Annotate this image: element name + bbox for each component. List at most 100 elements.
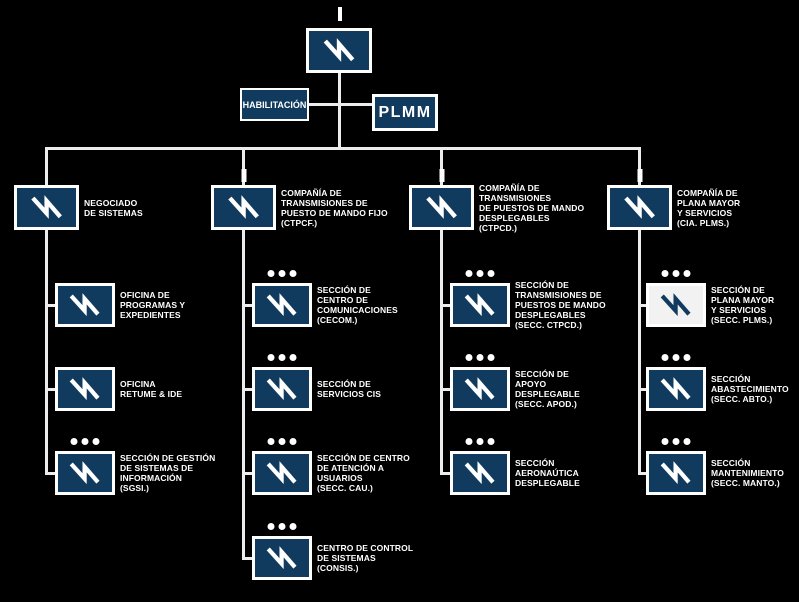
unit-symbol-box — [252, 536, 312, 580]
org-node-ctpcd: COMPAÑÍA DE TRANSMISIONES DE PUESTOS DE … — [409, 169, 584, 233]
unit-symbol-box — [252, 283, 312, 327]
company-size-indicator — [637, 169, 642, 182]
connector-line — [242, 557, 254, 560]
org-node-secc-abto: SECCIÓN ABASTECIMIENTO (SECC. ABTO.) — [646, 354, 789, 411]
plmm-label: PLMM — [378, 103, 432, 121]
signals-flash-icon — [661, 293, 691, 317]
unit-label: SECCIÓN DE CENTRO DE ATENCIÓN A USUARIOS… — [317, 452, 410, 494]
unit-symbol-box — [306, 28, 372, 73]
unit-label: SECCIÓN ABASTECIMIENTO (SECC. ABTO.) — [711, 373, 789, 405]
unit-label: COMPAÑÍA DE PLANA MAYOR Y SERVICIOS (CIA… — [677, 187, 741, 228]
org-node-secc-apod: SECCIÓN DE APOYO DESPLEGABLE (SECC. APOD… — [450, 354, 580, 411]
section-size-dots — [267, 523, 297, 530]
unit-label: OFICINA DE PROGRAMAS Y EXPEDIENTES — [120, 289, 186, 321]
company-size-indicator — [439, 169, 444, 182]
section-size-dots — [465, 438, 495, 445]
unit-label: SECCIÓN DE PLANA MAYOR Y SERVICIOS (SECC… — [711, 284, 775, 326]
signals-flash-icon — [465, 293, 495, 317]
connector-line — [440, 388, 452, 391]
connector-line — [638, 230, 641, 475]
section-size-dots — [267, 270, 297, 277]
signals-flash-icon — [465, 461, 495, 485]
section-size-dots — [465, 354, 495, 361]
connector-line — [338, 73, 341, 148]
connector-line — [440, 304, 452, 307]
unit-symbol-box — [646, 367, 706, 411]
unit-label: SECCIÓN MANTENIMIENTO (SECC. MANTO.) — [711, 457, 784, 489]
section-size-dots — [465, 270, 495, 277]
unit-symbol-box — [646, 451, 706, 495]
connector-line — [45, 147, 641, 150]
unit-label: SECCIÓN DE CENTRO DE COMUNICACIONES (CEC… — [317, 284, 398, 326]
signals-flash-icon — [31, 195, 62, 219]
unit-symbol-box — [14, 185, 79, 230]
unit-label: COMPAÑÍA DE TRANSMISIONES DE PUESTO DE M… — [281, 187, 388, 228]
unit-label: OFICINA RETUME & IDE — [120, 378, 183, 399]
connector-line — [638, 388, 648, 391]
unit-symbol-box — [450, 283, 510, 327]
unit-label: CENTRO DE CONTROL DE SISTEMAS (CONSIS.) — [317, 542, 414, 574]
company-size-indicator — [241, 169, 246, 182]
signals-flash-icon — [267, 293, 297, 317]
unit-label: SECCIÓN DE TRANSMISIONES DE PUESTOS DE M… — [515, 279, 606, 331]
signals-flash-icon — [624, 195, 655, 219]
signals-flash-icon — [267, 461, 297, 485]
connector-line — [242, 304, 254, 307]
connector-line — [638, 147, 641, 185]
unit-symbol-box — [252, 367, 312, 411]
connector-line — [45, 388, 57, 391]
org-node-ctpcf: COMPAÑÍA DE TRANSMISIONES DE PUESTO DE M… — [211, 169, 388, 230]
signals-flash-icon — [267, 377, 297, 401]
org-node-negociado-sistemas: NEGOCIADO DE SISTEMAS — [14, 185, 143, 230]
signals-flash-icon — [465, 377, 495, 401]
org-node-seccion-aeronautica: SECCIÓN AERONAÚTICA DESPLEGABLE — [450, 438, 580, 495]
unit-label: SECCIÓN DE SERVICIOS CIS — [317, 378, 381, 399]
org-node-root — [306, 28, 372, 73]
org-node-secc-ctpcd: SECCIÓN DE TRANSMISIONES DE PUESTOS DE M… — [450, 270, 606, 330]
unit-label: NEGOCIADO DE SISTEMAS — [84, 197, 143, 218]
unit-symbol-box — [409, 185, 474, 230]
unit-symbol-box — [450, 367, 510, 411]
unit-symbol-box — [450, 451, 510, 495]
plmm-box: PLMM — [372, 94, 438, 131]
org-node-seccion-sgsi: SECCIÓN DE GESTIÓN DE SISTEMAS DE INFORM… — [55, 438, 215, 495]
signals-flash-icon — [70, 461, 100, 485]
unit-symbol-box — [55, 451, 115, 495]
section-size-dots — [661, 438, 691, 445]
signals-flash-icon — [323, 38, 355, 62]
connector-line — [440, 472, 452, 475]
unit-symbol-box — [55, 367, 115, 411]
org-node-cia-plms: COMPAÑÍA DE PLANA MAYOR Y SERVICIOS (CIA… — [607, 169, 740, 230]
unit-label: SECCIÓN DE GESTIÓN DE SISTEMAS DE INFORM… — [120, 452, 216, 494]
signals-flash-icon — [661, 377, 691, 401]
section-size-dots — [661, 354, 691, 361]
connector-line — [45, 472, 57, 475]
signals-flash-icon — [426, 195, 457, 219]
connector-line — [242, 230, 245, 560]
org-node-oficina-programas-expedientes: OFICINA DE PROGRAMAS Y EXPEDIENTES — [55, 283, 185, 327]
org-node-consis: CENTRO DE CONTROL DE SISTEMAS (CONSIS.) — [252, 523, 413, 580]
unit-symbol-box — [211, 185, 276, 230]
unit-label: SECCIÓN DE APOYO DESPLEGABLE (SECC. APOD… — [515, 368, 580, 410]
unit-symbol-box — [252, 451, 312, 495]
org-node-cau: SECCIÓN DE CENTRO DE ATENCIÓN A USUARIOS… — [252, 438, 410, 495]
connector-line — [45, 230, 48, 475]
unit-symbol-box — [607, 185, 672, 230]
signals-flash-icon — [70, 293, 100, 317]
section-size-dots — [661, 270, 691, 277]
signals-flash-icon — [661, 461, 691, 485]
section-size-dots — [267, 438, 297, 445]
org-node-servicios-cis: SECCIÓN DE SERVICIOS CIS — [252, 354, 381, 411]
org-node-secc-manto: SECCIÓN MANTENIMIENTO (SECC. MANTO.) — [646, 438, 784, 495]
section-size-dots — [267, 354, 297, 361]
signals-flash-icon — [228, 195, 259, 219]
connector-line — [45, 147, 48, 185]
connector-line — [242, 388, 254, 391]
connector-line — [304, 103, 376, 106]
unit-symbol-box — [646, 283, 706, 327]
root-size-indicator — [338, 7, 342, 21]
unit-symbol-box — [55, 283, 115, 327]
connector-line — [242, 472, 254, 475]
habilitacion-label: HABILITACIÓN — [242, 99, 307, 110]
